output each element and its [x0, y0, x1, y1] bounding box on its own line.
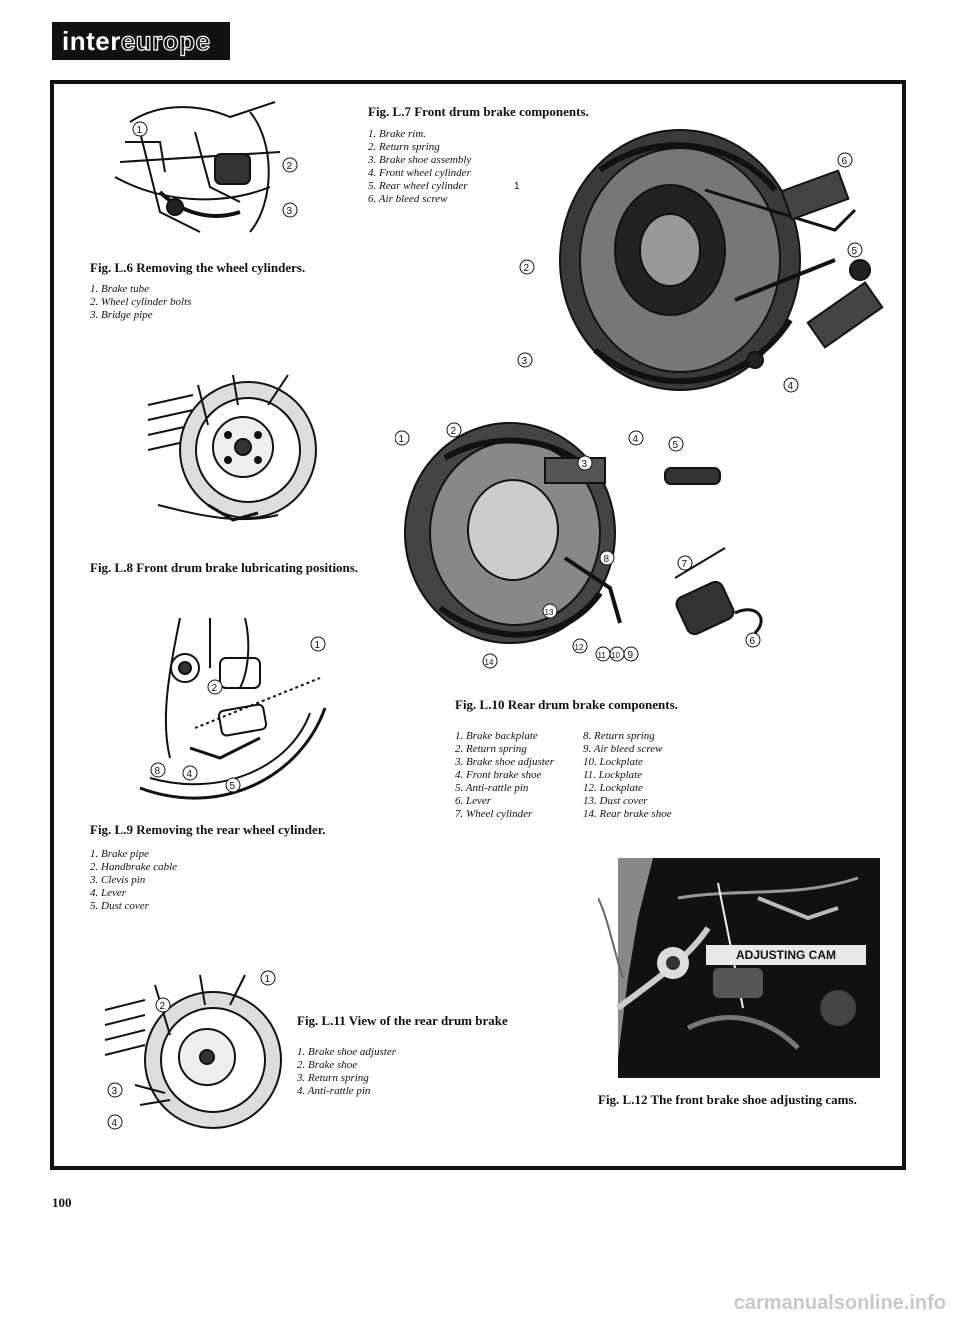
l11-callout-2: 2 — [160, 1001, 166, 1012]
l10-callout-8: 8 — [604, 554, 610, 565]
legend-item: 7. Wheel cylinder — [455, 808, 533, 820]
legend-item: 1. Brake shoe adjuster — [297, 1046, 396, 1058]
fig-l11-caption: Fig. L.11 View of the rear drum brake — [297, 1013, 508, 1028]
l10-callout-5: 5 — [673, 440, 679, 451]
brand-logo: intereurope — [52, 22, 230, 60]
legend-item: 4. Anti-rattle pin — [297, 1085, 371, 1097]
legend-item: 13. Dust cover — [583, 795, 648, 807]
l10-callout-3: 3 — [582, 459, 588, 470]
legend-item: 12. Lockplate — [583, 782, 643, 794]
legend-item: 4. Front brake shoe — [455, 769, 542, 781]
l11-callout-4: 4 — [112, 1118, 118, 1129]
legend-item: 3. Clevis pin — [90, 874, 146, 886]
fig-l10-legend-right: 8. Return spring 9. Air bleed screw 10. … — [583, 730, 672, 821]
l7-callout-4: 4 — [788, 381, 794, 392]
fig-l10-caption: Fig. L.10 Rear drum brake components. — [455, 697, 678, 712]
fig-l6-illustration: 1 2 3 — [114, 101, 298, 233]
legend-item: 8. Return spring — [583, 730, 655, 742]
l10-callout-10: 10 — [611, 651, 620, 660]
fig-l8-illustration — [147, 374, 317, 522]
legend-item: 9. Air bleed screw — [583, 743, 663, 755]
legend-item: 2. Brake shoe — [297, 1059, 358, 1071]
fig-l6-caption: Fig. L.6 Removing the wheel cylinders. — [90, 260, 306, 275]
brand-suffix: europe — [120, 25, 211, 56]
l10-callout-7: 7 — [682, 559, 688, 570]
l10-callout-13: 13 — [545, 608, 554, 617]
legend-item: 10. Lockplate — [583, 756, 643, 768]
fig-l10-illustration: 1 2 3 4 5 6 7 8 9 10 11 12 13 14 — [395, 422, 763, 669]
l7-callout-5: 5 — [852, 246, 858, 257]
fig-l7-legend: 1. Brake rim. 2. Return spring 3. Brake … — [368, 128, 471, 206]
legend-item: 5. Anti-rattle pin — [455, 782, 529, 794]
legend-item: 2. Handbrake cable — [90, 861, 178, 873]
l11-callout-3: 3 — [112, 1086, 118, 1097]
l10-callout-12: 12 — [575, 643, 584, 652]
legend-item: 2. Return spring — [455, 743, 527, 755]
l9-callout-2: 2 — [212, 683, 218, 694]
legend-item: 1. Brake rim. — [368, 128, 427, 140]
fig-l7-caption: Fig. L.7 Front drum brake components. — [368, 104, 589, 119]
l7-callout-6: 6 — [842, 156, 848, 167]
fig-l12-photo — [598, 858, 880, 1078]
fig-l10-legend-left: 1. Brake backplate 2. Return spring 3. B… — [455, 730, 554, 821]
legend-item: 14. Rear brake shoe — [583, 808, 672, 820]
legend-item: 1. Brake backplate — [455, 730, 538, 742]
legend-item: 4. Lever — [90, 887, 127, 899]
legend-item: 6. Air bleed screw — [368, 193, 448, 205]
l10-callout-1: 1 — [399, 434, 405, 445]
l10-callout-6: 6 — [750, 636, 756, 647]
fig-l9-caption: Fig. L.9 Removing the rear wheel cylinde… — [90, 822, 326, 837]
l10-callout-4: 4 — [633, 434, 639, 445]
l6-callout-2: 2 — [287, 161, 293, 172]
fig-l9-legend: 1. Brake pipe 2. Handbrake cable 3. Clev… — [90, 848, 177, 913]
legend-item: 5. Dust cover — [90, 900, 149, 912]
l10-callout-11: 11 — [598, 651, 607, 660]
page-number: 100 — [52, 1195, 72, 1210]
fig-l12-caption: Fig. L.12 The front brake shoe adjusting… — [598, 1092, 857, 1107]
legend-item: 3. Bridge pipe — [90, 309, 153, 321]
legend-item: 1. Brake tube — [90, 283, 149, 295]
watermark: carmanualsonline.info — [733, 1292, 946, 1314]
brand-prefix: inter — [62, 26, 121, 56]
legend-item: 5. Rear wheel cylinder — [368, 180, 468, 192]
l11-callout-1: 1 — [265, 974, 271, 985]
l9-callout-8: 8 — [155, 766, 161, 777]
l10-callout-9: 9 — [628, 650, 634, 661]
l6-callout-3: 3 — [287, 206, 293, 217]
page-frame — [50, 80, 906, 1170]
legend-item: 1. Brake pipe — [90, 848, 149, 860]
legend-item: 3. Brake shoe adjuster — [455, 756, 554, 768]
legend-item: 4. Front wheel cylinder — [368, 167, 471, 179]
l7-callout-1: 1 — [514, 181, 520, 192]
fig-l8-caption: Fig. L.8 Front drum brake lubricating po… — [90, 560, 359, 575]
l7-callout-3: 3 — [522, 356, 528, 367]
fig-l7-illustration: 6 5 4 3 2 1 — [514, 129, 884, 393]
l9-callout-1: 1 — [315, 640, 321, 651]
l9-callout-4: 4 — [187, 769, 193, 780]
fig-l11-legend: 1. Brake shoe adjuster 2. Brake shoe 3. … — [297, 1046, 396, 1098]
legend-item: 2. Return spring — [368, 141, 440, 153]
fig-l11-illustration: 1 2 3 4 — [104, 970, 282, 1130]
l10-callout-2: 2 — [451, 426, 457, 437]
l6-callout-1: 1 — [137, 125, 143, 136]
fig-l6-legend: 1. Brake tube 2. Wheel cylinder bolts 3.… — [90, 283, 191, 322]
l9-callout-5: 5 — [230, 781, 236, 792]
l7-callout-2: 2 — [524, 263, 530, 274]
legend-item: 3. Return spring — [297, 1072, 369, 1084]
fig-l12-photo-label: ADJUSTING CAM — [706, 945, 866, 965]
fig-l9-illustration: 1 2 4 5 8 — [139, 617, 327, 800]
legend-item: 6. Lever — [455, 795, 492, 807]
legend-item: 11. Lockplate — [583, 769, 643, 781]
legend-item: 2. Wheel cylinder bolts — [90, 296, 192, 308]
legend-item: 3. Brake shoe assembly — [368, 154, 472, 166]
l10-callout-14: 14 — [485, 658, 494, 667]
